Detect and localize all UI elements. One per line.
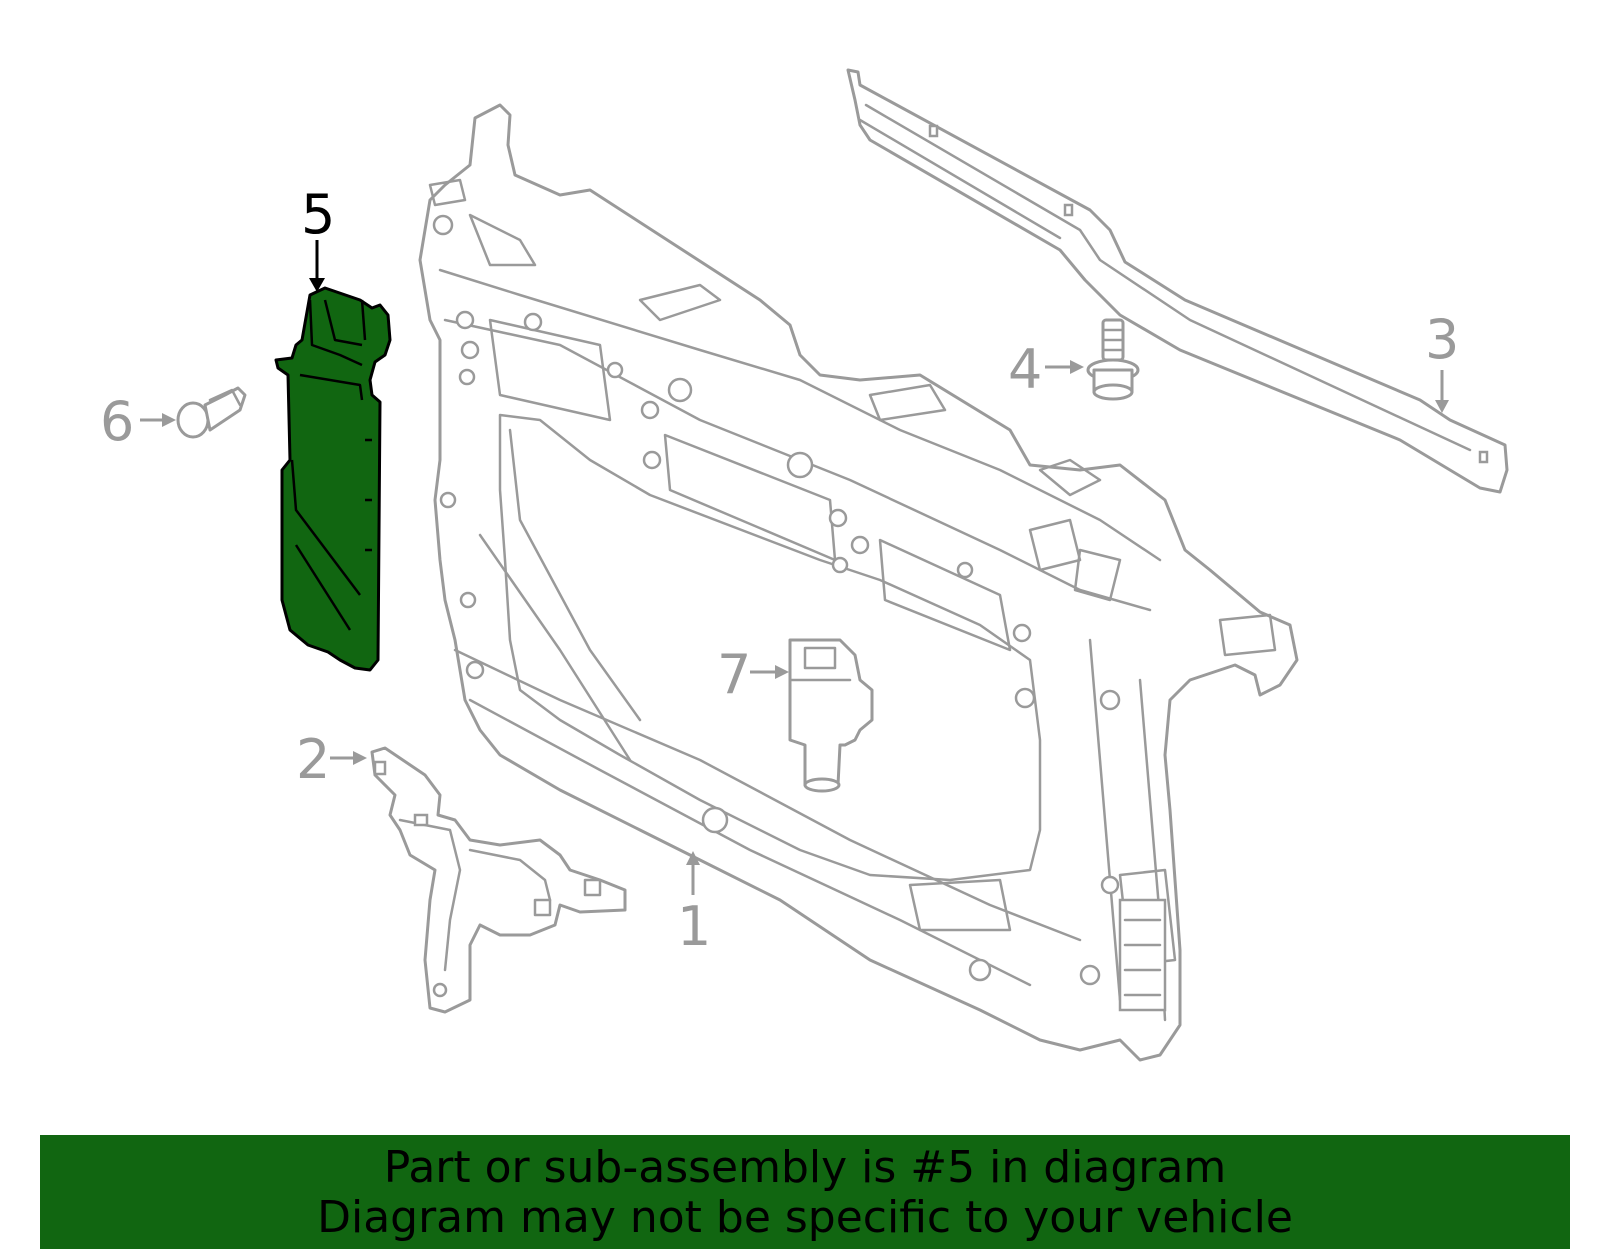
callout-3-label: 3 — [1425, 308, 1459, 371]
part-4-bolt — [1086, 318, 1140, 401]
callout-1-label: 1 — [677, 895, 711, 958]
part-6-clip — [176, 386, 247, 439]
part-2-bracket — [370, 746, 627, 1014]
part-7-sensor — [788, 638, 874, 793]
callout-2-label: 2 — [296, 728, 330, 791]
callout-5-label: 5 — [301, 183, 335, 246]
callout-4-label: 4 — [1008, 338, 1042, 401]
callout-5-arrowhead — [309, 278, 325, 292]
callout-1-arrowhead — [686, 851, 700, 865]
callout-6-arrowhead — [162, 413, 176, 427]
banner-line-1: Part or sub-assembly is #5 in diagram — [383, 1142, 1227, 1193]
callout-3-arrowhead — [1435, 400, 1449, 413]
callout-7-label: 7 — [717, 643, 751, 706]
callout-7-arrowhead — [775, 665, 789, 679]
callout-4-arrowhead — [1070, 360, 1084, 374]
info-banner: Part or sub-assembly is #5 in diagram Di… — [40, 1135, 1570, 1249]
banner-line-2: Diagram may not be specific to your vehi… — [317, 1192, 1293, 1243]
part-5-air-deflector — [274, 286, 392, 672]
part-3-upper-tie-bar — [846, 68, 1509, 494]
callout-2-arrowhead — [353, 751, 367, 765]
callout-6-label: 6 — [100, 390, 134, 453]
part-1-radiator-support — [418, 103, 1299, 1062]
